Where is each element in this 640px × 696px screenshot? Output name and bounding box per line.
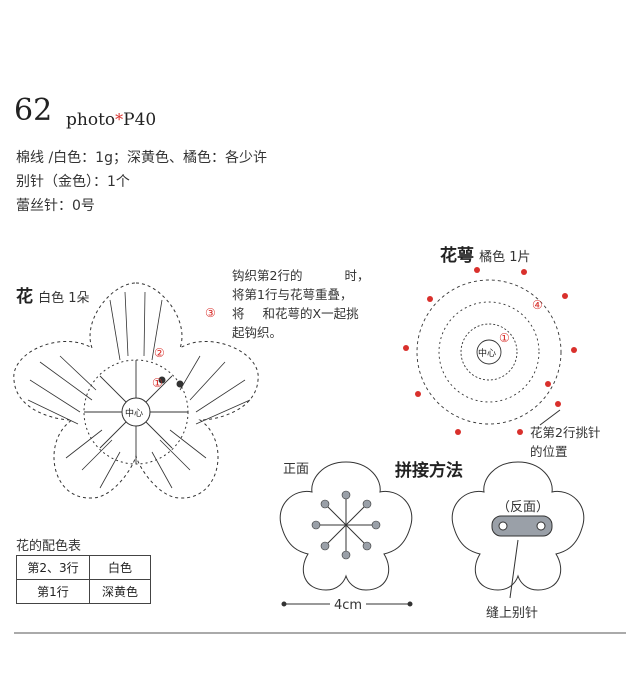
table-cell: 第2、3行: [16, 555, 90, 580]
marker-1: ①: [152, 376, 163, 390]
front-label: 正面: [283, 462, 310, 477]
marker-3: ③: [205, 306, 216, 320]
calyx-markers: ① ④: [499, 298, 543, 345]
assembly-front: [279, 461, 413, 607]
calyx-center-ring: [476, 339, 502, 365]
pattern-number: 62: [14, 93, 53, 128]
pick-note-line: 花第2行挑针: [530, 425, 601, 440]
assembly-title: 拼接方法: [395, 461, 463, 481]
pick-leader-line: [539, 409, 561, 426]
material-line: 蕾丝针：0号: [16, 198, 95, 214]
star-icon: *: [115, 110, 124, 129]
table-cell: 深黄色: [89, 579, 151, 604]
materials-list: 棉线 /白色：1g；深黄色、橘色：各少许 别针（金色）：1个 蕾丝针：0号: [16, 146, 267, 218]
pick-note-line: 的位置: [530, 444, 568, 459]
calyx-title: 花萼 橘色 1片: [440, 241, 531, 266]
table-cell: 第1行: [16, 579, 90, 604]
instr-line: 起钩织。: [232, 325, 283, 340]
calyx-chart: [416, 279, 562, 425]
flower-markers: ① ② ③: [152, 306, 216, 390]
flower-center-label: 中心: [125, 407, 143, 419]
marker-2: ②: [154, 346, 165, 360]
color-table: 第2、3行白色 第1行深黄色: [16, 555, 151, 604]
material-line: 棉线 /白色：1g；深黄色、橘色：各少许: [16, 150, 267, 166]
front-spokes: [316, 495, 376, 555]
photo-label: photo*P40: [66, 110, 156, 130]
instr-line: 和花萼的X一起挑: [262, 306, 359, 321]
flower-petal-stitches: [27, 291, 251, 489]
back-label: （反面）: [497, 500, 550, 515]
calyx-center-label: 中心: [478, 347, 496, 359]
color-table-title: 花的配色表: [16, 539, 82, 554]
marker-4: ④: [532, 298, 543, 312]
calyx-subtitle: 橘色 1片: [479, 250, 531, 265]
instr-line: 钩织第2行的: [232, 268, 303, 283]
instruction-note: 钩织第2行的 时， 将第1行与花萼重叠， 将 和花萼的X一起挑 起钩织。: [232, 266, 402, 342]
calyx-red-dots: [403, 267, 577, 435]
photo-text: photo: [66, 110, 116, 130]
flower-title: 花 白色 1朵: [16, 282, 90, 307]
instr-line: 时，: [344, 268, 370, 283]
table-row: 第1行深黄色: [16, 579, 151, 604]
table-cell: 白色: [89, 555, 151, 580]
instr-line: 将第1行与花萼重叠，: [232, 287, 353, 302]
sew-pin-label: 缝上别针: [486, 606, 539, 621]
page-ref: P40: [123, 110, 157, 130]
flower-heading: 花: [16, 287, 33, 307]
flower-spokes: [84, 360, 188, 464]
size-label: 4cm: [334, 598, 363, 613]
instr-line: 将: [232, 306, 245, 321]
material-line: 别针（金色）：1个: [16, 174, 130, 190]
flower-chart: [13, 282, 259, 499]
front-flower-outline: [279, 461, 413, 591]
calyx-pick-note: 花第2行挑针 的位置: [530, 423, 600, 461]
pin-icon: [491, 515, 553, 537]
table-row: 第2、3行白色: [16, 555, 151, 580]
back-flower-outline: [451, 461, 585, 591]
assembly-back: [451, 461, 585, 599]
flower-subtitle: 白色 1朵: [38, 291, 90, 306]
marker-1: ①: [499, 331, 510, 345]
calyx-heading: 花萼: [440, 246, 474, 266]
